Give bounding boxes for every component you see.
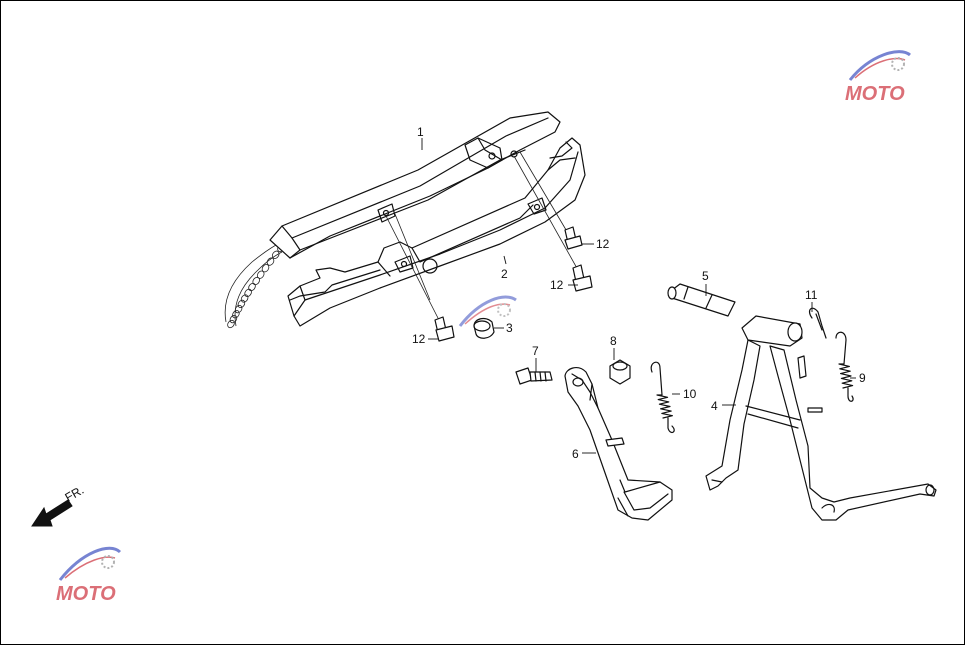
part-7-bolt [515,367,553,385]
callout-labels: 1 2 3 4 5 6 7 8 9 10 11 12 12 12 [412,125,866,461]
front-direction-indicator: FR. [31,483,86,527]
part-4-main-stand [705,315,937,521]
callout-6: 6 [572,447,579,461]
watermark-top-right: MOTO [845,50,912,105]
part-3-cap [473,317,495,339]
part-5-pivot-shaft [667,283,736,317]
callout-11: 11 [805,288,818,302]
callout-12-lower: 12 [412,332,426,346]
watermark-center [458,295,517,327]
drive-chain [224,243,285,329]
callout-12-upper: 12 [596,237,610,251]
callout-8: 8 [610,334,617,348]
front-arrow-icon [31,499,73,527]
watermark-bottom-left: MOTO [56,546,122,605]
part-10-spring [650,361,675,434]
part-12-bolt-c [434,316,455,342]
callout-5: 5 [702,269,709,283]
callout-2: 2 [501,267,508,281]
part-12-bolt-a [564,226,583,250]
watermark-logo-bottom-left: MOTO [56,583,116,605]
callout-1: 1 [417,125,424,139]
callout-9: 9 [859,371,866,385]
part-8-nut [609,359,631,385]
watermark-logo-top-right: MOTO [845,83,905,105]
part-9-spring [835,331,854,402]
part-12-bolt-b [572,264,593,292]
callout-leaders [421,138,856,454]
callout-12-middle: 12 [550,278,564,292]
callout-4: 4 [711,399,718,413]
part-6-side-stand [564,367,673,521]
part-11-cotter-pin [808,307,827,339]
callout-10: 10 [683,387,697,401]
callout-3: 3 [506,321,513,335]
part-2-lower-chain-cover [287,137,586,327]
assembly-axis-lines [385,151,579,323]
part-1-upper-chain-cover [269,111,561,259]
callout-7: 7 [532,344,539,358]
